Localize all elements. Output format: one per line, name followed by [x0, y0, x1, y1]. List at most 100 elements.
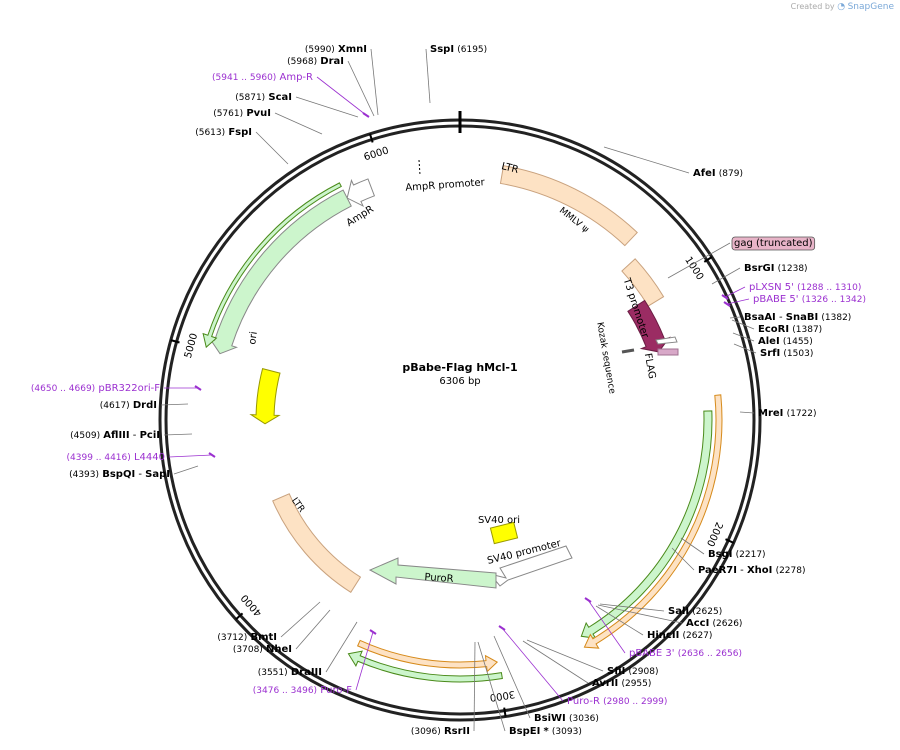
leader-line [168, 454, 213, 458]
site-label: gag (truncated) [734, 238, 813, 249]
puro-green-arc [347, 650, 503, 683]
site-label: pBABE 5' (1326 .. 1342) [753, 294, 866, 305]
site-labels: SspI (6195)(5990) XmnI(5968) DraI(5941 .… [31, 44, 866, 737]
tick-mark [503, 707, 507, 717]
ampr-promoter-feature [346, 178, 376, 208]
leader-line [603, 146, 690, 174]
site-label: (3476 .. 3496) Puro-F [253, 685, 352, 696]
snapgene-credit: Created by ◔ SnapGene [791, 2, 894, 12]
plasmid-center-label: pBabe-Flag hMcl-1 6306 bp [402, 361, 517, 387]
credit-brand: SnapGene [847, 2, 894, 12]
kozak-feature [621, 348, 635, 354]
site-label: PaeR7I - XhoI (2278) [698, 565, 806, 576]
site-label: (3096) RsrII [411, 726, 470, 737]
site-label: AleI (1455) [758, 336, 813, 347]
site-label: BsgI (2217) [708, 549, 766, 560]
tick-mark [170, 339, 180, 344]
leader-line [316, 76, 367, 116]
leader-line [255, 131, 289, 165]
ampr-outer-line [202, 182, 342, 349]
ampr-dotted-marker [418, 159, 421, 176]
site-label: SalI (2625) [668, 606, 722, 617]
sv40-ori-feature [489, 521, 519, 545]
leader-line [347, 60, 375, 117]
site-label: MreI (1722) [758, 408, 817, 419]
t3-promoter-feature [655, 336, 678, 345]
tick-label: 4000 [239, 592, 264, 618]
leader-line [295, 96, 359, 118]
site-label: (4393) BspQI - SapI [69, 469, 170, 480]
plasmid-name: pBabe-Flag hMcl-1 [402, 361, 517, 374]
site-label: AvrII (2955) [592, 678, 651, 689]
site-label: SspI (6195) [430, 44, 487, 55]
tick-label: 5000 [183, 332, 200, 359]
tick-label: 6000 [363, 145, 391, 163]
flag-label: FLAG [642, 352, 657, 379]
primer-site-mark [498, 625, 506, 631]
site-label: (4509) AflIII - PciI [70, 430, 160, 441]
site-label: (5871) ScaI [235, 92, 292, 103]
site-label: (3712) BmtI [217, 632, 277, 643]
leader-line [522, 640, 589, 684]
tick-mark [703, 256, 713, 263]
label-leaders [160, 48, 757, 732]
tick-mark [725, 538, 735, 544]
leader-line [160, 403, 189, 406]
site-label: SfiI (2908) [607, 666, 658, 677]
flag-feature [657, 348, 679, 356]
leader-line [729, 316, 741, 319]
leader-line [173, 465, 199, 475]
primer-site-mark [362, 112, 370, 118]
site-label: EcoRI (1387) [758, 324, 822, 335]
site-label: (4617) DrdI [100, 400, 157, 411]
site-label: AfeI (879) [693, 168, 743, 179]
ltr-feature-bottom [272, 493, 362, 593]
credit-created-by: Created by [790, 2, 835, 11]
leader-line [731, 319, 755, 330]
leader-line [295, 609, 331, 650]
puror-label: PuroR [424, 572, 454, 585]
leader-line [274, 112, 323, 135]
site-label: (4399 .. 4416) L4440 [67, 452, 166, 463]
site-label: (5761) PvuI [213, 108, 271, 119]
leader-line [680, 537, 705, 555]
tick-mark [235, 612, 244, 621]
ampr-promoter-label: AmpR promoter [405, 177, 486, 194]
site-label: BsaAI - SnaBI (1382) [744, 312, 851, 323]
ampr-feature [208, 189, 352, 355]
leader-line [325, 621, 358, 673]
mcl1-green-arc [580, 410, 713, 639]
leader-line [733, 343, 757, 354]
primer-site-mark [369, 629, 377, 635]
site-label: (3708) NheI [233, 644, 292, 655]
site-label: AccI (2626) [686, 618, 742, 629]
site-label: (5990) XmnI [305, 44, 367, 55]
kozak-sequence-label: Kozak sequence [594, 321, 617, 395]
ori-feature [249, 368, 281, 425]
leader-line [724, 286, 746, 298]
site-label: (5613) FspI [195, 127, 252, 138]
site-label: (3551) DraIII [258, 667, 322, 678]
site-label: BsiWI (3036) [534, 713, 599, 724]
tick-mark [368, 133, 374, 143]
site-label: pBABE 3' (2636 .. 2656) [629, 648, 742, 659]
primer-site-mark [584, 597, 592, 603]
leader-line [587, 599, 626, 654]
ltr-top-label: LTR [500, 161, 519, 176]
primer-site-mark [194, 385, 202, 391]
primer-site-mark [208, 452, 216, 458]
sv40-ori-label: SV40 ori [478, 515, 520, 526]
plasmid-length: 6306 bp [439, 376, 480, 387]
primer-site-mark [721, 294, 729, 300]
leader-line [597, 604, 683, 624]
leader-line [732, 332, 755, 342]
leader-line [473, 641, 476, 732]
mcl1-orange-arc [583, 394, 723, 649]
leader-line [739, 411, 755, 414]
site-label: (4650 .. 4669) pBR322ori-F [31, 383, 160, 394]
site-label: (5941 .. 5960) Amp-R [212, 72, 313, 83]
leader-line [477, 641, 506, 732]
tick-label: 2000 [704, 520, 724, 548]
